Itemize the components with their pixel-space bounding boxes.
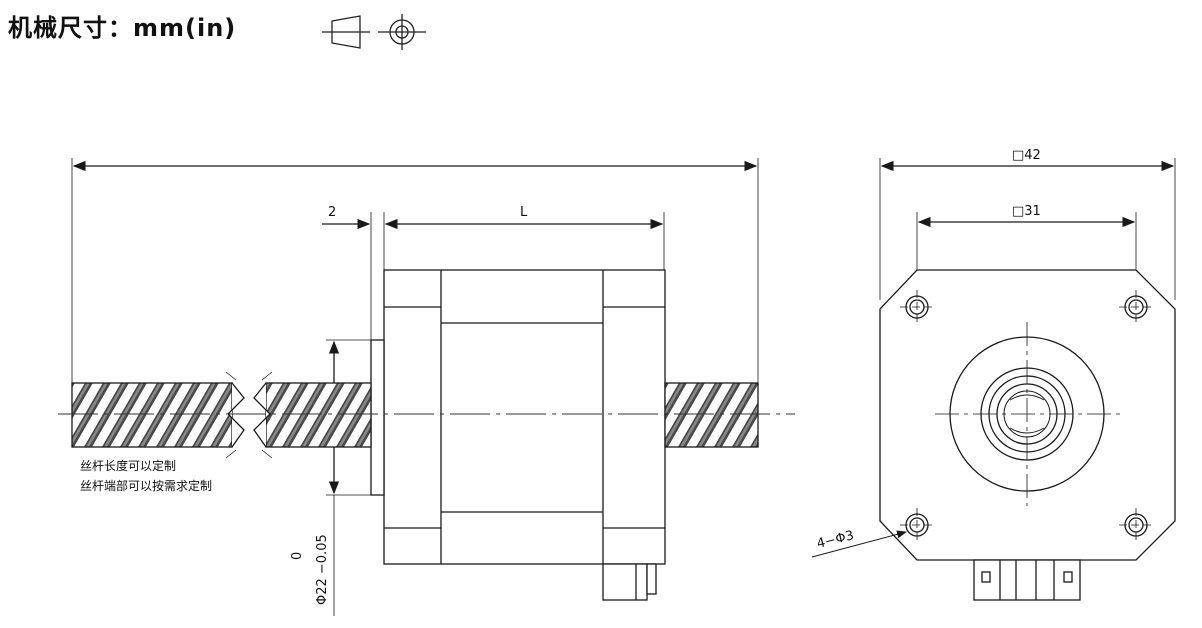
lead-screw-note-length: 丝杆长度可以定制 (80, 458, 176, 473)
hole-leader (811, 530, 907, 558)
connector-front (973, 559, 1081, 601)
boss-diameter-tolerance-upper: 0 (290, 552, 305, 560)
motor-boss (370, 339, 385, 496)
page-title: 机械尺寸：mm(in) (8, 14, 237, 42)
side-view-text: 2 L 0 Φ22 −0.05 丝杆长度可以定制 丝杆端部可以按需求定制 (80, 205, 528, 605)
front-view (811, 158, 1176, 601)
lead-screw-middle (265, 382, 372, 448)
third-angle-projection-icon (322, 14, 426, 50)
hole-spacing-label: □31 (1012, 204, 1041, 219)
lead-screw-right (664, 382, 759, 448)
body-length-dim-label: L (520, 205, 528, 220)
lead-screw-left (71, 382, 233, 448)
side-view (58, 158, 795, 616)
flange-dim-label: 2 (328, 205, 336, 220)
outer-size-label: □42 (1012, 148, 1041, 163)
boss-diameter-tolerance-lower: Φ22 −0.05 (315, 534, 330, 605)
motor-body (383, 269, 666, 565)
mount-hole-label: 4−Φ3 (815, 528, 855, 552)
connector-side (602, 563, 648, 601)
front-body (879, 269, 1176, 561)
lead-screw-note-end: 丝杆端部可以按需求定制 (80, 478, 212, 493)
